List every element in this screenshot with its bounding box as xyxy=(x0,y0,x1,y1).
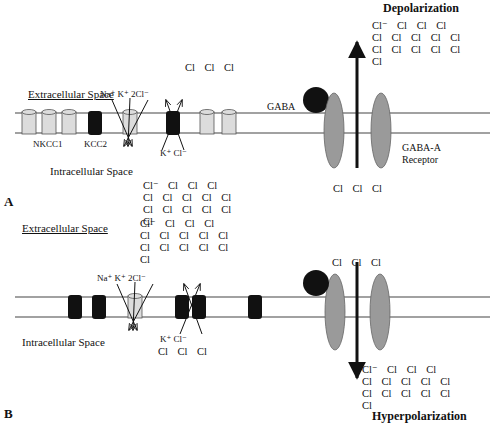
ion-label: Na⁺ K⁺ 2Cl⁻ xyxy=(97,272,146,284)
chloride-ions: Cl Cl Cl xyxy=(185,62,245,74)
panel-letter: A xyxy=(4,196,13,208)
panel-letter: B xyxy=(4,408,13,420)
chloride-ions: Cl⁻ Cl Cl Cl Cl Cl Cl Cl Cl Cl Cl Cl Cl … xyxy=(362,364,454,412)
transport-arrow xyxy=(112,98,184,150)
chloride-ions: Cl⁻ Cl Cl Cl Cl Cl Cl Cl Cl Cl Cl Cl Cl … xyxy=(140,218,232,266)
panel-state: Hyperpolarization xyxy=(372,410,467,422)
ion-label: K⁺ Cl⁻ xyxy=(160,333,187,345)
gaba-molecule-shape xyxy=(303,87,329,113)
kcc2-block xyxy=(68,295,262,319)
region-label: Intracellular Space xyxy=(50,165,133,177)
chloride-flow-arrow xyxy=(356,42,359,168)
chloride-ions: Cl⁻ Cl Cl Cl Cl Cl Cl Cl Cl Cl Cl Cl Cl … xyxy=(372,20,464,68)
kcc2-block xyxy=(88,111,180,135)
chloride-ions: Cl Cl Cl xyxy=(333,183,393,195)
chloride-ions: Cl Cl Cl xyxy=(158,346,218,358)
node-label: GABA-A Receptor xyxy=(402,142,464,166)
chloride-ions: Cl Cl Cl xyxy=(332,257,392,269)
ion-label: Na⁺ K⁺ 2Cl⁻ xyxy=(100,88,149,100)
region-label: Extracellular Space xyxy=(22,222,108,234)
transporter-name: KCC2 xyxy=(84,138,107,150)
gaba-a-receptor: GABA-A Receptor xyxy=(324,92,391,169)
membrane xyxy=(15,113,490,133)
ion-label: K⁺ Cl⁻ xyxy=(160,147,187,159)
panel-state: Depolarization xyxy=(383,2,459,14)
region-label: Intracellular Space xyxy=(22,336,105,348)
transport-arrow xyxy=(117,282,202,334)
chloride-flow-arrow xyxy=(356,262,359,378)
gaba-a-receptor-shape xyxy=(324,92,391,169)
gaba-molecule xyxy=(303,270,329,296)
gaba-molecule: GABA xyxy=(303,87,329,113)
node-label: GABA xyxy=(267,101,295,113)
transporter-name: NKCC1 xyxy=(33,138,63,150)
